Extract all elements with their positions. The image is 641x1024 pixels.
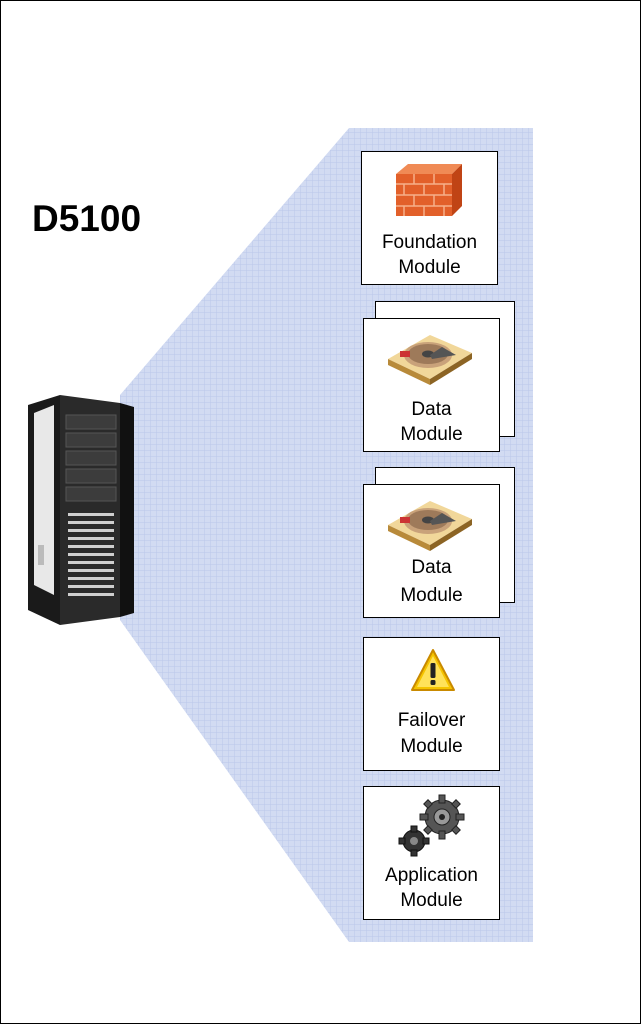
module-label-line1: Data <box>411 399 452 420</box>
firewall-brick-icon <box>396 164 462 216</box>
data-module-box: Data Module <box>363 318 500 452</box>
server-rack-icon <box>28 395 134 625</box>
module-label-line1: Data <box>411 557 452 578</box>
module-label-line2: Module <box>400 890 463 911</box>
module-label-line2: Module <box>400 424 463 445</box>
module-label-line2: Module <box>400 585 463 606</box>
module-label-line1: Failover <box>397 710 466 731</box>
page-title: D5100 <box>32 198 142 239</box>
module-label-line2: Module <box>400 736 463 757</box>
hard-drive-icon <box>388 335 472 385</box>
gears-icon <box>398 794 465 857</box>
data-module-box: Data Module <box>363 484 500 618</box>
hard-drive-icon <box>388 501 472 551</box>
failover-module-box: Failover Module <box>363 637 500 771</box>
module-label-line1: Application <box>385 865 478 886</box>
application-module-box: Application Module <box>363 786 500 920</box>
module-label-line1: Foundation <box>381 232 478 253</box>
foundation-module-box: Foundation Module <box>361 151 498 285</box>
warning-icon <box>411 649 455 691</box>
module-label-line2: Module <box>398 257 461 278</box>
